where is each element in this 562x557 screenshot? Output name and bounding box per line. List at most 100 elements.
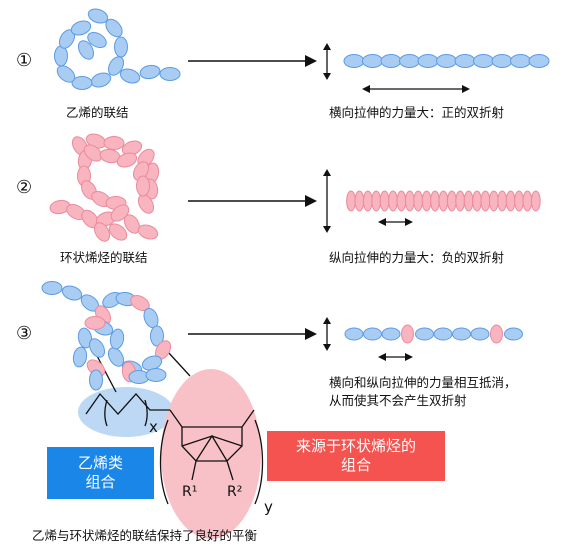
cycloolefin-bead xyxy=(497,190,508,212)
ethylene-bead xyxy=(436,54,457,68)
norbornene-ring xyxy=(181,427,243,462)
ethylene-bead xyxy=(150,325,164,347)
ethylene-link-label: 乙烯的联结 xyxy=(66,105,129,120)
cycloolefin-connector-line xyxy=(167,351,191,377)
ethylene-bead xyxy=(473,54,494,68)
cycloolefin-bead xyxy=(136,175,150,197)
ethylene-bead xyxy=(77,40,95,60)
cycloolefin-bead xyxy=(396,190,407,212)
ethylene-bead xyxy=(71,76,93,90)
process-arrowhead-2 xyxy=(305,195,317,207)
ethylene-stretched-chain xyxy=(343,54,550,68)
cycloolefin-bead xyxy=(108,223,128,241)
ethylene-bead xyxy=(89,369,103,391)
ethylene-bead xyxy=(114,36,128,58)
result-text-3-line1: 横向和纵向拉伸的力量相互抵消， xyxy=(329,375,517,390)
ethylene-bead xyxy=(107,56,125,76)
cycloolefin-bead xyxy=(103,136,125,150)
ethylene-connector-line xyxy=(94,351,117,393)
ethylene-bead xyxy=(510,54,531,68)
ethylene-bead xyxy=(399,54,420,68)
ethylene-bead xyxy=(88,338,106,358)
copolymer-chain-coil xyxy=(41,281,172,391)
cycloolefin-bead xyxy=(413,190,424,212)
cycloolefin-link-label: 环状烯烃的联结 xyxy=(60,250,148,265)
cycloolefin-bead xyxy=(430,190,440,212)
cycloolefin-bead xyxy=(371,190,382,212)
ethylene-bead xyxy=(119,68,141,84)
ethylene-combination-box: 乙烯类组合 xyxy=(47,447,154,499)
ethylene-bead xyxy=(87,31,107,49)
cycloolefin-bead xyxy=(346,190,356,212)
ethylene-bead xyxy=(433,327,453,341)
cycloolefin-bead xyxy=(480,190,491,212)
cycloolefin-bead xyxy=(472,190,482,212)
ethylene-unit-bonds xyxy=(85,392,170,415)
ethylene-highlight-ellipse xyxy=(78,387,174,437)
cycloolefin-bead xyxy=(514,190,524,212)
ethylene-bead xyxy=(105,18,123,38)
right-bracket-cyclo xyxy=(254,419,264,505)
ethylene-bead xyxy=(109,328,125,350)
cycloolefin-bead xyxy=(404,190,415,212)
copolymer-stretched-chain xyxy=(344,324,523,344)
r1-bond xyxy=(191,460,197,481)
cycloolefin-bead xyxy=(110,204,130,222)
subscript-y: y xyxy=(264,498,273,516)
result-text-3-line2: 从而使其不会产生双折射 xyxy=(329,393,467,408)
r2-label: R² xyxy=(227,484,243,500)
horizontal-stretch-arrows xyxy=(362,85,470,361)
ethylene-bead xyxy=(61,285,83,301)
bottom-caption: 乙烯与环状烯烃的联结保持了良好的平衡 xyxy=(32,528,258,543)
cycloolefin-bead xyxy=(93,222,111,242)
cycloolefin-bead xyxy=(116,152,138,168)
row-number-3: ③ xyxy=(16,323,33,344)
ethylene-bead xyxy=(107,347,125,367)
cycloolefin-bead xyxy=(455,190,466,212)
cycloolefin-bead xyxy=(84,316,106,330)
ethylene-bead xyxy=(417,54,439,68)
cyclo-box-line1: 来源于环状烯烃的 xyxy=(295,437,416,455)
cycloolefin-bead xyxy=(362,190,373,212)
ethylene-bead xyxy=(139,64,161,80)
ethylene-bead xyxy=(54,45,68,67)
ethylene-bead xyxy=(363,327,382,341)
left-bracket-cyclo xyxy=(159,419,169,505)
ethylene-box-line1: 乙烯类 xyxy=(77,454,123,472)
cycloolefin-bead xyxy=(522,190,533,212)
ethylene-bead xyxy=(470,327,490,341)
ethylene-bead xyxy=(381,327,401,341)
cycloolefin-bead xyxy=(401,324,414,344)
right-bracket-ethylene xyxy=(144,399,148,427)
cycloolefin-bead xyxy=(379,190,390,212)
ethylene-bead xyxy=(77,327,93,349)
subscript-x: x xyxy=(149,418,158,436)
left-bracket-ethylene xyxy=(104,399,108,427)
r1-label: R¹ xyxy=(182,484,198,500)
cycloolefin-bead xyxy=(463,190,474,212)
cycloolefin-bead xyxy=(490,324,503,344)
ethylene-bead xyxy=(452,327,471,341)
cycloolefin-bead xyxy=(83,144,103,162)
row-number-1: ① xyxy=(16,50,33,71)
norbornene-bridge2 xyxy=(195,434,228,462)
ethylene-bead xyxy=(145,368,167,382)
cycloolefin-bead xyxy=(438,190,449,212)
cycloolefin-bead xyxy=(132,161,150,181)
ethylene-bead xyxy=(415,327,434,341)
cycloolefin-highlight-ellipse xyxy=(161,369,261,539)
cycloolefin-combination-box: 来源于环状烯烃的组合 xyxy=(267,431,445,481)
result-text-1: 横向拉伸的力量大：正的双折射 xyxy=(329,105,505,120)
process-arrowhead-3 xyxy=(305,328,317,340)
ethylene-bead xyxy=(72,346,88,368)
ethylene-bead xyxy=(528,54,550,68)
vertical-stretch-arrows xyxy=(323,43,331,351)
cycloolefin-bead xyxy=(388,190,398,212)
ethylene-bead xyxy=(70,20,92,36)
ethylene-bead xyxy=(362,54,383,68)
cycloolefin-bead xyxy=(137,224,159,240)
cycloolefin-bead xyxy=(530,190,541,212)
ethylene-bead xyxy=(87,8,109,24)
cycloolefin-bead xyxy=(421,190,432,212)
